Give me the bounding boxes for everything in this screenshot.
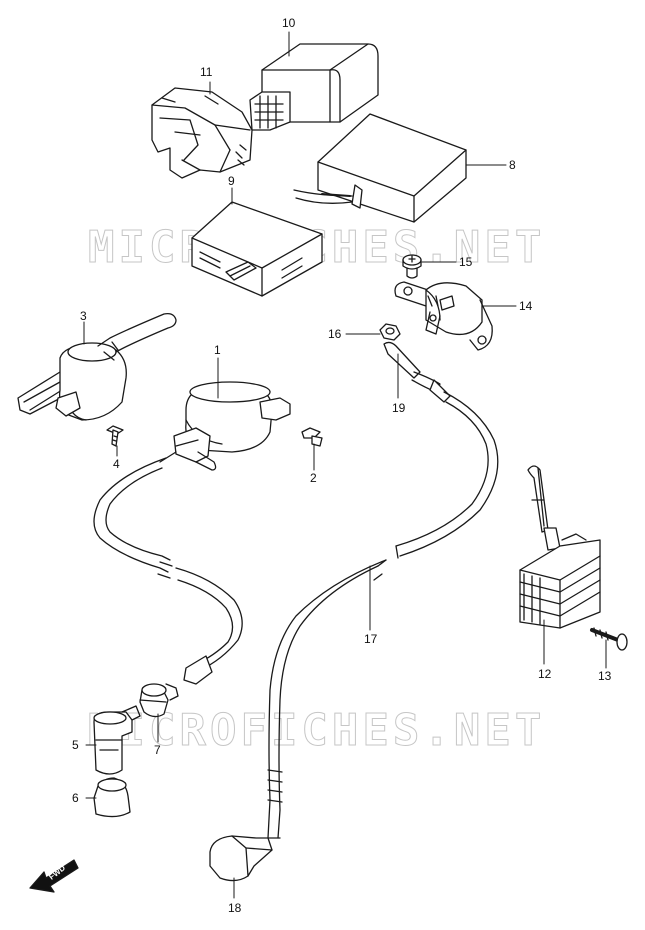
leader-lines [83,31,607,899]
part-13-screw [590,627,628,651]
lead-wire-coil [93,457,243,685]
forward-arrow-icon [29,859,79,893]
part-19-17-lead-wire [267,341,499,839]
callout-10: 10 [282,16,296,30]
part-10-relay [249,43,379,131]
callout-7: 7 [154,743,161,757]
part-2-screw [301,427,323,447]
callout-6: 6 [72,791,79,805]
callout-15: 15 [459,255,473,269]
callout-3: 3 [80,309,87,323]
callout-14: 14 [519,299,533,313]
callout-16: 16 [328,327,342,341]
callout-8: 8 [509,158,516,172]
part-6-cap [93,777,131,818]
part-8-control-unit [293,113,467,223]
part-7-boot [139,683,179,718]
callout-11: 11 [200,65,213,79]
callout-12: 12 [538,667,552,681]
part-1-ignition-coil [159,381,291,471]
part-12-regulator [519,465,601,629]
part-9-module [191,201,323,297]
callout-9: 9 [228,174,235,188]
callout-18: 18 [228,901,242,915]
callout-5: 5 [72,738,79,752]
part-3-ignition-coil [17,312,177,421]
callout-2: 2 [310,471,317,485]
callout-17: 17 [364,632,378,646]
part-14-starter-relay [394,281,493,351]
callout-19: 19 [392,401,406,415]
part-18-plug-cap [209,835,273,882]
part-16-nut [379,323,401,341]
part-11-bracket [151,87,253,179]
part-4-screw [106,425,124,447]
callout-4: 4 [113,457,120,471]
part-15-bolt [402,254,422,279]
callout-1: 1 [214,343,221,357]
part-5-plug-cap [93,705,141,775]
callout-13: 13 [598,669,612,683]
